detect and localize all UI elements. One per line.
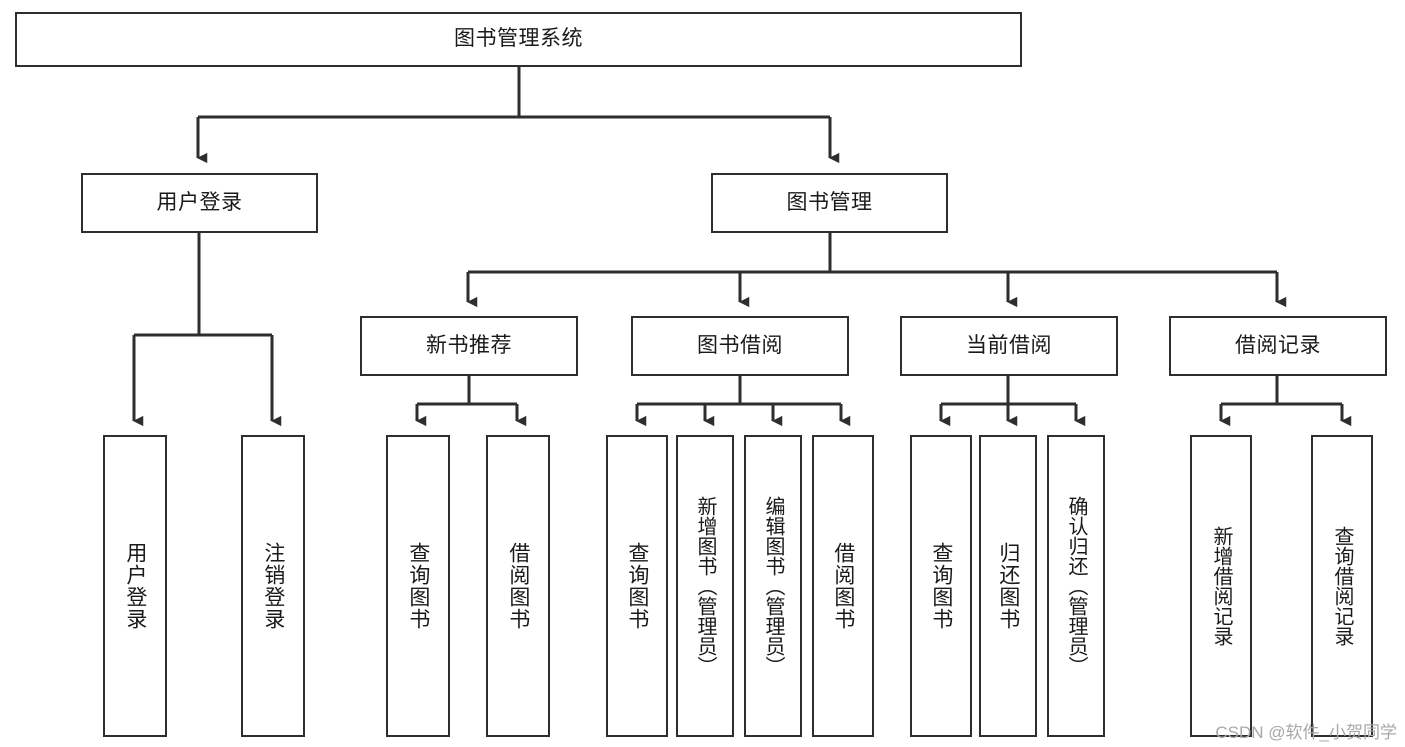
leaf-query-borrow-record[interactable]: 查询借阅记录: [1311, 435, 1373, 737]
node-new-book-recommendation[interactable]: 新书推荐: [360, 316, 578, 376]
leaf-return-books[interactable]: 归还图书: [979, 435, 1037, 737]
leaf-confirm-return-admin-label: 确认归还（管理员）: [1065, 496, 1087, 676]
node-borrowing-records-label: 借阅记录: [1235, 333, 1321, 357]
node-borrowing-records[interactable]: 借阅记录: [1169, 316, 1387, 376]
leaf-user-login[interactable]: 用户登录: [103, 435, 167, 737]
leaf-borrow-books-new-label: 借阅图书: [506, 542, 530, 630]
leaf-edit-book-admin-label: 编辑图书（管理员）: [762, 496, 784, 676]
leaf-query-books-new[interactable]: 查询图书: [386, 435, 450, 737]
leaf-query-books-borrow[interactable]: 查询图书: [606, 435, 668, 737]
leaf-edit-book-admin[interactable]: 编辑图书（管理员）: [744, 435, 802, 737]
node-root[interactable]: 图书管理系统: [15, 12, 1022, 67]
leaf-borrow-books-new[interactable]: 借阅图书: [486, 435, 550, 737]
node-new-book-recommendation-label: 新书推荐: [426, 333, 512, 357]
node-current-borrowing-label: 当前借阅: [966, 333, 1052, 357]
leaf-logout-label: 注销登录: [261, 542, 285, 630]
leaf-query-books-borrow-label: 查询图书: [625, 542, 649, 630]
leaf-return-books-label: 归还图书: [996, 542, 1020, 630]
csdn-watermark: CSDN @软件_小贺同学: [1215, 723, 1397, 742]
leaf-add-borrow-record[interactable]: 新增借阅记录: [1190, 435, 1252, 737]
node-user-login[interactable]: 用户登录: [81, 173, 318, 233]
node-book-borrowing[interactable]: 图书借阅: [631, 316, 849, 376]
leaf-query-books-current[interactable]: 查询图书: [910, 435, 972, 737]
node-user-login-label: 用户登录: [156, 190, 243, 214]
node-book-management[interactable]: 图书管理: [711, 173, 948, 233]
leaf-borrow-books-label: 借阅图书: [831, 542, 855, 630]
leaf-add-borrow-record-label: 新增借阅记录: [1210, 526, 1232, 646]
node-root-label: 图书管理系统: [454, 27, 583, 51]
leaf-add-book-admin-label: 新增图书（管理员）: [694, 496, 716, 676]
leaf-query-borrow-record-label: 查询借阅记录: [1331, 526, 1353, 646]
leaf-query-books-new-label: 查询图书: [406, 542, 430, 630]
leaf-borrow-books[interactable]: 借阅图书: [812, 435, 874, 737]
leaf-confirm-return-admin[interactable]: 确认归还（管理员）: [1047, 435, 1105, 737]
leaf-add-book-admin[interactable]: 新增图书（管理员）: [676, 435, 734, 737]
node-book-management-label: 图书管理: [786, 190, 873, 214]
node-book-borrowing-label: 图书借阅: [697, 333, 783, 357]
leaf-user-login-label: 用户登录: [123, 542, 147, 630]
node-current-borrowing[interactable]: 当前借阅: [900, 316, 1118, 376]
leaf-logout[interactable]: 注销登录: [241, 435, 305, 737]
leaf-query-books-current-label: 查询图书: [929, 542, 953, 630]
